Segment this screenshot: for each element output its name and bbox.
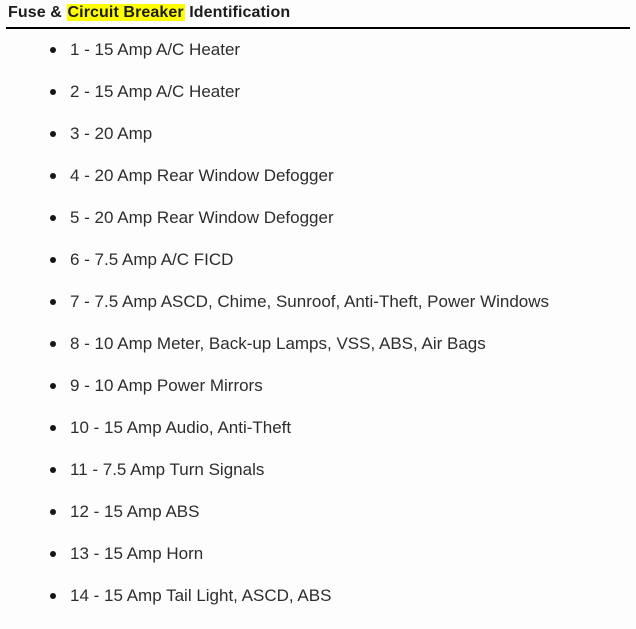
list-item: 10 - 15 Amp Audio, Anti-Theft [0,407,636,449]
fuse-identification-list: 1 - 15 Amp A/C Heater 2 - 15 Amp A/C Hea… [0,29,636,617]
bullet-icon [50,215,56,221]
bullet-icon [50,131,56,137]
fuse-entry-text: 6 - 7.5 Amp A/C FICD [70,250,234,269]
fuse-entry-text: 9 - 10 Amp Power Mirrors [70,376,263,395]
bullet-icon [50,341,56,347]
list-item: 14 - 15 Amp Tail Light, ASCD, ABS [0,575,636,617]
list-item: 7 - 7.5 Amp ASCD, Chime, Sunroof, Anti-T… [0,281,636,323]
list-item: 2 - 15 Amp A/C Heater [0,71,636,113]
bullet-icon [50,257,56,263]
fuse-entry-text: 5 - 20 Amp Rear Window Defogger [70,208,334,227]
bullet-icon [50,593,56,599]
fuse-entry-text: 1 - 15 Amp A/C Heater [70,40,241,59]
page-title: Fuse & Circuit Breaker Identification [0,0,636,27]
list-item: 5 - 20 Amp Rear Window Defogger [0,197,636,239]
bullet-icon [50,467,56,473]
fuse-entry-text: 8 - 10 Amp Meter, Back-up Lamps, VSS, AB… [70,334,486,353]
fuse-entry-text: 10 - 15 Amp Audio, Anti-Theft [70,418,292,437]
fuse-entry-text: 3 - 20 Amp [70,124,153,143]
fuse-entry-text: 12 - 15 Amp ABS [70,502,200,521]
bullet-icon [50,173,56,179]
page-title-suffix: Identification [184,4,291,21]
bullet-icon [50,551,56,557]
bullet-icon [50,425,56,431]
list-item: 4 - 20 Amp Rear Window Defogger [0,155,636,197]
fuse-entry-text: 2 - 15 Amp A/C Heater [70,82,241,101]
bullet-icon [50,89,56,95]
fuse-entry-text: 7 - 7.5 Amp ASCD, Chime, Sunroof, Anti-T… [70,292,550,311]
bullet-icon [50,509,56,515]
page-title-prefix: Fuse & [8,4,67,21]
bullet-icon [50,383,56,389]
list-item: 12 - 15 Amp ABS [0,491,636,533]
bullet-icon [50,47,56,53]
list-item: 1 - 15 Amp A/C Heater [0,29,636,71]
list-item: 6 - 7.5 Amp A/C FICD [0,239,636,281]
fuse-entry-text: 11 - 7.5 Amp Turn Signals [70,460,265,479]
list-item: 13 - 15 Amp Horn [0,533,636,575]
bullet-icon [50,299,56,305]
list-item: 9 - 10 Amp Power Mirrors [0,365,636,407]
list-item: 8 - 10 Amp Meter, Back-up Lamps, VSS, AB… [0,323,636,365]
list-item: 11 - 7.5 Amp Turn Signals [0,449,636,491]
heading-divider [6,27,630,29]
fuse-entry-text: 4 - 20 Amp Rear Window Defogger [70,166,334,185]
list-item: 3 - 20 Amp [0,113,636,155]
page-title-highlighted-term: Circuit Breaker [66,4,185,21]
fuse-entry-text: 14 - 15 Amp Tail Light, ASCD, ABS [70,586,332,605]
fuse-entry-text: 13 - 15 Amp Horn [70,544,204,563]
